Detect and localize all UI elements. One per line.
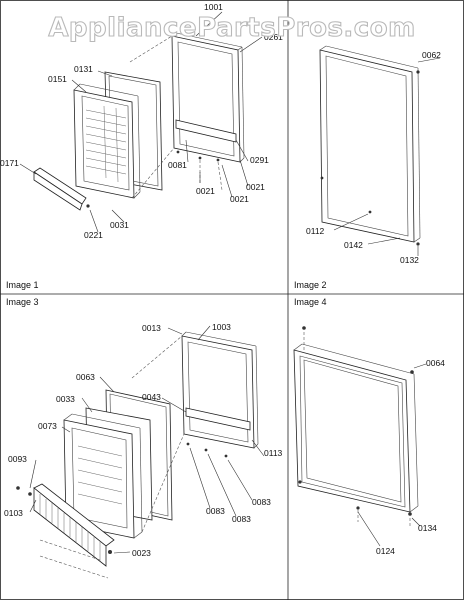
part-label: 0064 [426,358,445,368]
image-3-labels: 0013 1003 0063 0033 0073 0043 0113 0093 … [4,322,283,558]
part-label: 0031 [110,220,129,230]
part-label: 0261 [264,32,283,42]
image-4-labels: 0064 0124 0134 [376,358,445,556]
part-label: 0131 [74,64,93,74]
watermark: AppliancePartsPros.com [48,13,415,43]
part-label: 0081 [168,160,187,170]
part-label: 1001 [204,2,223,12]
part-label: 0033 [56,394,75,404]
part-label: 0021 [246,182,265,192]
part-label: 0063 [76,372,95,382]
part-label: 1003 [212,322,231,332]
part-label: 0023 [132,548,151,558]
part-label: 0171 [0,158,19,168]
part-label: 0151 [48,74,67,84]
part-label: 0112 [306,226,325,236]
part-label: 0132 [400,255,419,265]
part-label: 0124 [376,546,395,556]
part-label: 0103 [4,508,23,518]
part-label: 0083 [206,506,225,516]
part-label: 0013 [142,323,161,333]
part-label: 0134 [418,523,437,533]
image-1-drawing [19,11,263,233]
part-label: 0221 [84,230,103,240]
image-2-drawing [319,45,441,256]
part-label: 0083 [232,514,251,524]
panel-caption: Image 1 [6,280,39,290]
part-label: 0142 [344,240,363,250]
part-label: 0113 [264,448,283,458]
image-1-labels: 1001 0261 0131 0151 0171 0081 0291 0021 … [0,2,283,290]
panel-caption: Image 3 [6,297,39,307]
part-label: 0021 [230,194,249,204]
image-3-drawing [16,325,265,579]
part-label: 0021 [196,186,215,196]
part-label: 0083 [252,497,271,507]
part-label: 0062 [422,50,441,60]
part-label: 0073 [38,421,57,431]
part-label: 0043 [142,392,161,402]
image-2-labels: 0062 0112 0142 0132 Image 2 [294,50,441,290]
part-label: 0291 [250,155,269,165]
image-4-drawing [293,326,427,547]
panel-caption: Image 4 [294,297,327,307]
panel-caption: Image 2 [294,280,327,290]
part-label: 0093 [8,454,27,464]
